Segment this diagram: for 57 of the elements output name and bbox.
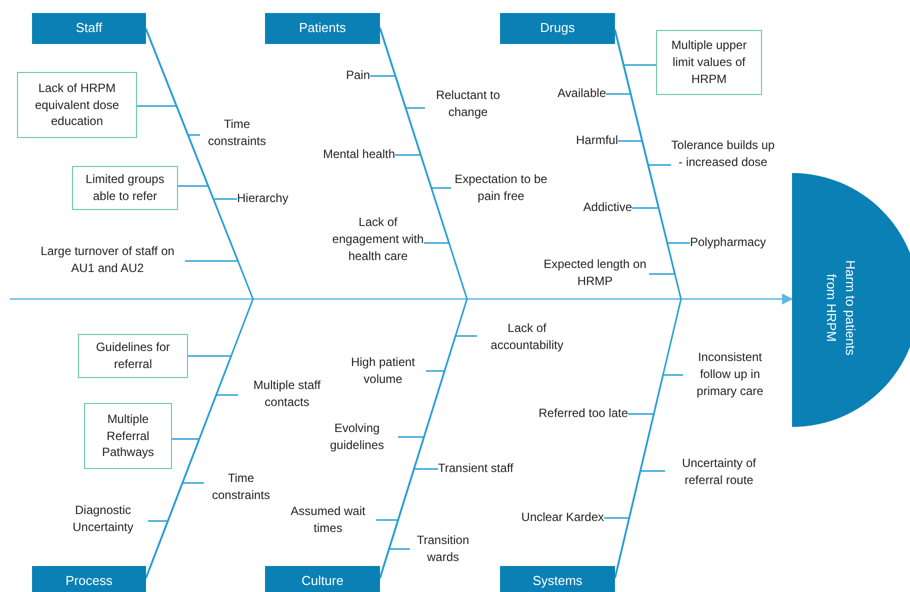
cause-text: Referred too late <box>538 405 628 422</box>
cause-text: Expectation to be pain free <box>454 171 548 205</box>
category-label: Patients <box>299 19 346 38</box>
branch-line <box>379 548 410 578</box>
cause-text: Guidelines for referral <box>94 339 172 373</box>
cause-text: Time constraints <box>210 470 272 504</box>
cause-text: Lack of HRPM equivalent dose education <box>34 80 120 130</box>
cause-text: Evolving guidelines <box>328 420 386 454</box>
cause-box <box>78 334 188 378</box>
cause-box <box>72 166 178 210</box>
category-header <box>265 566 380 592</box>
cause-text: Diagnostic Uncertainty <box>72 502 134 536</box>
cause-box <box>656 30 762 95</box>
branch-line <box>614 30 676 275</box>
effect-label: Harm to patients from HRPM <box>823 259 859 358</box>
cause-text: Transition wards <box>416 532 470 566</box>
branch-line <box>379 28 450 244</box>
category-label: Process <box>66 572 112 590</box>
cause-text: Polypharmacy <box>690 234 766 251</box>
cause-text: Transient staff <box>438 460 514 477</box>
category-label: Systems <box>532 572 582 590</box>
branch-line <box>145 520 170 578</box>
cause-text: Large turnover of staff on AU1 and AU2 <box>40 243 176 277</box>
cause-text: Inconsistent follow up in primary care <box>696 349 764 400</box>
cause-text: Expected length on HRMP <box>542 256 648 290</box>
cause-text: Available <box>558 85 606 102</box>
category-label: Staff <box>76 19 102 38</box>
cause-text: Mental health <box>322 146 395 163</box>
cause-text: Unclear Kardex <box>521 509 604 526</box>
branch-line <box>604 517 630 578</box>
category-header <box>500 566 615 592</box>
cause-text: Hierarchy <box>237 190 288 207</box>
cause-text: Multiple staff contacts <box>252 377 322 411</box>
cause-text: Multiple upper limit values of HRPM <box>670 37 748 88</box>
spine-arrow <box>10 293 794 305</box>
cause-text: Time constraints <box>206 116 268 150</box>
cause-box <box>84 403 172 469</box>
cause-text: Lack of accountability <box>490 320 564 354</box>
cause-text: Multiple Referral Pathways <box>100 410 156 462</box>
cause-text: Limited groups able to refer <box>84 171 166 205</box>
cause-text: Tolerance builds up - increased dose <box>671 137 775 171</box>
category-label: Drugs <box>540 19 575 38</box>
branch-line <box>145 28 240 262</box>
cause-text: Assumed wait times <box>290 503 366 537</box>
cause-box <box>17 72 137 138</box>
cause-text: High patient volume <box>350 354 416 388</box>
category-header <box>500 13 615 44</box>
cause-text: Pain <box>346 67 370 84</box>
category-header <box>265 13 380 44</box>
category-label: Culture <box>302 572 344 590</box>
category-header <box>32 566 146 592</box>
cause-text: Reluctant to change <box>434 87 502 121</box>
cause-text: Uncertainty of referral route <box>680 455 758 489</box>
cause-text: Addictive <box>583 199 632 216</box>
category-header <box>32 13 146 44</box>
cause-text: Harmful <box>576 132 618 149</box>
cause-text: Lack of engagement with health care <box>332 214 424 264</box>
